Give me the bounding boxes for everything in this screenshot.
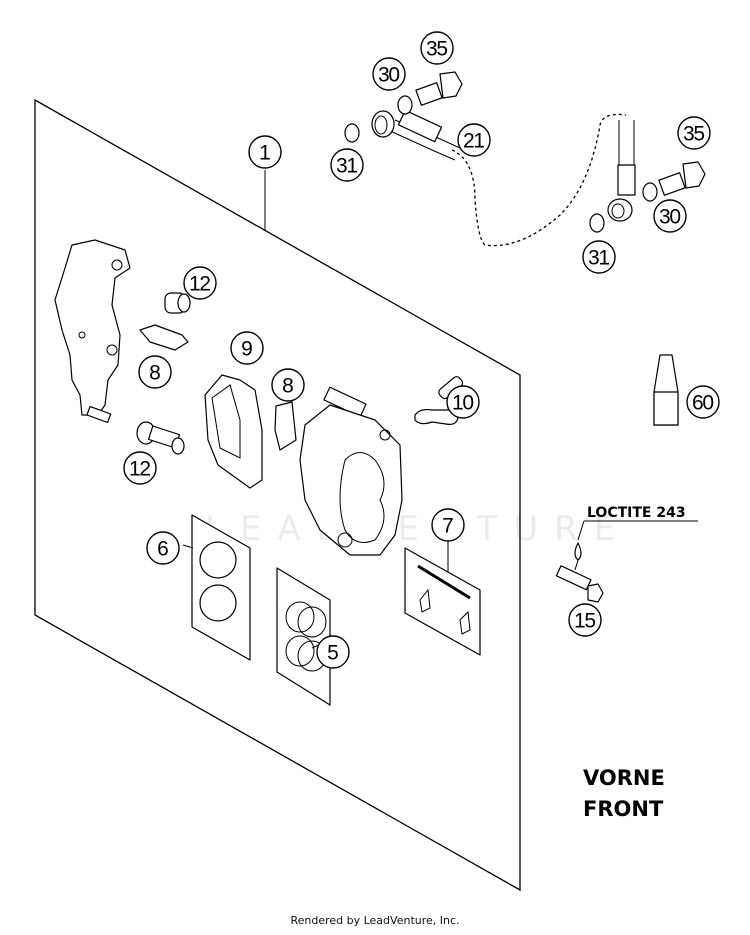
callout-number: 12: [129, 458, 151, 481]
piston-lower: [199, 584, 237, 622]
callout-number: 60: [692, 392, 714, 415]
title-line-2: FRONT: [583, 797, 664, 821]
callout-7[interactable]: 7: [431, 508, 465, 542]
callout-number: 30: [378, 64, 400, 87]
callout-number: 8: [282, 375, 294, 398]
callout-number: 15: [574, 610, 596, 633]
sealing-ring-30b: [642, 182, 658, 202]
callout-30[interactable]: 30: [372, 57, 406, 91]
guide-pin: [136, 421, 185, 455]
callout-circle: [457, 123, 491, 157]
brake-line-group: [344, 71, 706, 247]
hex-bolt: [555, 565, 604, 603]
callout-number: 10: [452, 392, 474, 415]
callout-30[interactable]: 30: [653, 199, 687, 233]
callout-number: 9: [241, 338, 253, 361]
callout-60[interactable]: 60: [686, 385, 720, 419]
caliper-housing: [299, 386, 403, 556]
hose-fitting-lower: [617, 164, 636, 196]
callout-number: 1: [259, 142, 271, 165]
callout-circle: [330, 148, 364, 182]
hose-fitting-upper: [397, 109, 443, 143]
callout-circle: [372, 57, 406, 91]
brake-hose-dashed: [451, 113, 627, 247]
callout-circle: [230, 331, 264, 365]
bleeder-valve: [414, 376, 464, 425]
callout-number: 12: [189, 273, 211, 296]
banjo-bolt-35a: [415, 71, 463, 106]
caliper-bracket: [54, 239, 131, 416]
callout-circle: [183, 266, 217, 300]
callout-35[interactable]: 35: [420, 31, 454, 65]
callout-number: 21: [463, 130, 485, 153]
callout-5[interactable]: 5: [316, 635, 350, 669]
pad-spring-right: [274, 401, 297, 451]
loctite-bottle: [653, 354, 679, 426]
callout-number: 35: [426, 38, 448, 61]
callout-circle: [420, 31, 454, 65]
pad-spring-left: [139, 324, 189, 351]
callout-circle: [248, 135, 282, 169]
callout-12[interactable]: 12: [123, 451, 157, 485]
callout-number: 6: [157, 538, 169, 561]
loctite-note: LOCTITE 243: [587, 505, 686, 521]
pin-clip-kit-card: [404, 547, 481, 656]
callout-number: 8: [149, 362, 161, 385]
callout-8[interactable]: 8: [138, 355, 172, 389]
callout-number: 7: [442, 515, 454, 538]
callout-circle: [582, 240, 616, 274]
callout-15[interactable]: 15: [568, 603, 602, 637]
footer-credit: Rendered by LeadVenture, Inc.: [290, 914, 460, 927]
callout-circle: [677, 116, 711, 150]
callout-21[interactable]: 21: [457, 123, 491, 157]
callout-number: 35: [683, 123, 705, 146]
callout-number: 31: [336, 155, 358, 178]
callout-circle: [446, 385, 480, 419]
callout-circle: [568, 603, 602, 637]
callout-31[interactable]: 31: [582, 240, 616, 274]
callout-number: 5: [327, 642, 339, 665]
callout-1[interactable]: 1: [248, 135, 282, 169]
callout-circle: [271, 368, 305, 402]
piston-upper: [199, 541, 237, 579]
callout-8[interactable]: 8: [271, 368, 305, 402]
watermark: LEADVENTURE: [205, 509, 631, 549]
callout-9[interactable]: 9: [230, 331, 264, 365]
bracket-pin: [86, 405, 112, 424]
callout-circle: [146, 531, 180, 565]
callout-circle: [653, 199, 687, 233]
callout-number: 31: [588, 247, 610, 270]
callout-6[interactable]: 6: [146, 531, 180, 565]
sealing-ring-30a: [397, 95, 413, 115]
callout-12[interactable]: 12: [183, 266, 217, 300]
callout-35[interactable]: 35: [677, 116, 711, 150]
sealing-ring-31a: [344, 123, 360, 143]
title-line-1: VORNE: [583, 766, 665, 790]
callout-circle: [431, 508, 465, 542]
banjo-bolt-35b: [658, 161, 706, 196]
callout-circle: [123, 451, 157, 485]
callout-31[interactable]: 31: [330, 148, 364, 182]
sealing-ring-31b: [589, 213, 605, 233]
callout-circle: [316, 635, 350, 669]
guide-bushing: [164, 292, 191, 314]
brake-pads: [204, 374, 263, 489]
caliper-kit-panel: [34, 98, 521, 892]
callout-circle: [686, 385, 720, 419]
callout-number: 30: [659, 206, 681, 229]
callout-10[interactable]: 10: [446, 385, 480, 419]
callout-circle: [138, 355, 172, 389]
